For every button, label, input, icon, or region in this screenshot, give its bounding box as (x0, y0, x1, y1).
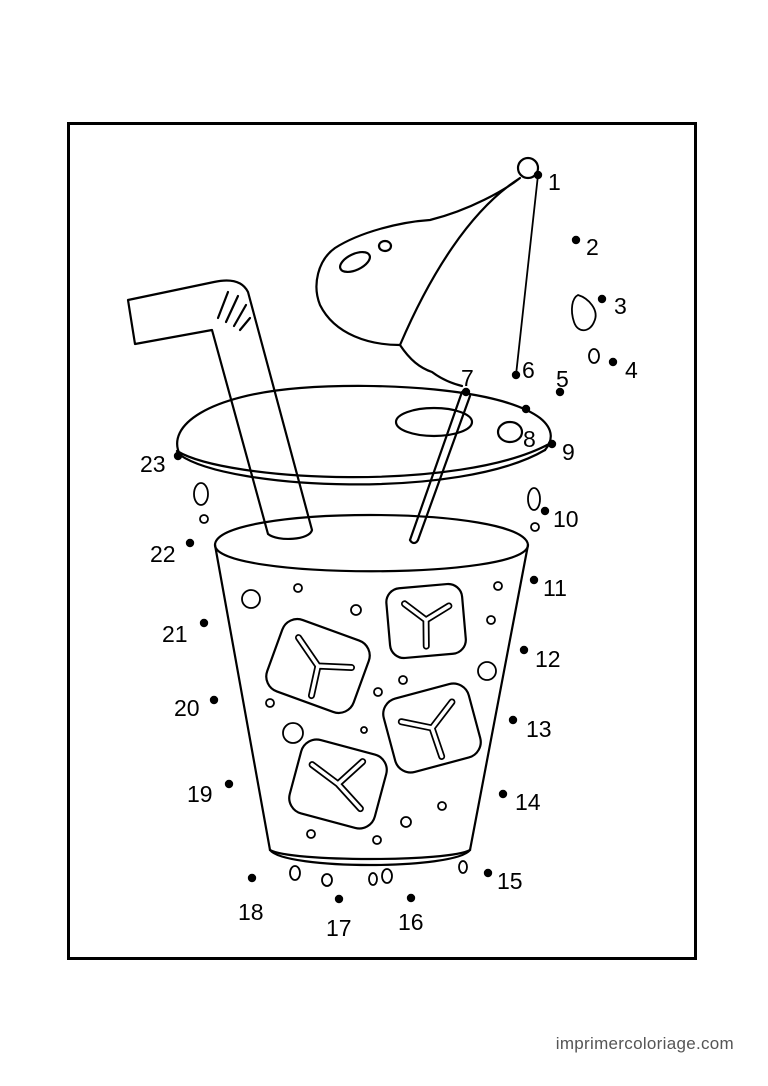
picture-frame (67, 122, 697, 960)
site-watermark: imprimercoloriage.com (555, 1034, 734, 1053)
dot-9 (547, 439, 557, 449)
dot-label-2: 2 (586, 234, 599, 260)
dot-label-16: 16 (398, 909, 424, 935)
dot-label-13: 13 (526, 716, 552, 742)
rim-back (176, 384, 552, 457)
cup-body (213, 513, 530, 867)
rim-inner (175, 442, 551, 479)
cup-sides (213, 543, 530, 867)
dot-label-9: 9 (562, 439, 575, 465)
dot-label-22: 22 (150, 541, 176, 567)
dot-label-11: 11 (543, 575, 567, 601)
dot-label-20: 20 (174, 695, 200, 721)
ice-cube (382, 682, 482, 774)
straw (126, 279, 314, 540)
connected-lines (515, 174, 539, 376)
dot-label-3: 3 (614, 293, 627, 319)
dot-10 (540, 506, 550, 516)
dot-11 (529, 575, 539, 585)
dot-1 (533, 170, 543, 180)
dot-7 (461, 387, 471, 397)
dot-18 (247, 873, 257, 883)
dot-label-23: 23 (140, 451, 166, 477)
dot-13 (508, 715, 518, 725)
dot-label-15: 15 (497, 868, 523, 894)
umbrella-highlight-small (377, 239, 393, 253)
umbrella-highlight-large (339, 250, 371, 274)
ice-cube (265, 617, 371, 715)
umbrella-ruffle (398, 343, 464, 388)
droplets (193, 294, 600, 887)
dot-label-21: 21 (162, 621, 188, 647)
dot-14 (498, 789, 508, 799)
dot-label-10: 10 (553, 506, 579, 532)
dot-21 (199, 618, 209, 628)
dot-6 (511, 370, 521, 380)
dot-label-5: 5 (556, 366, 569, 392)
cup-bottom (268, 848, 472, 861)
dot-23 (173, 451, 183, 461)
dot-label-6: 6 (522, 357, 535, 383)
dot-label-1: 1 (548, 169, 561, 195)
dot-15 (483, 868, 493, 878)
straw-outline (126, 279, 314, 540)
dot-label-4: 4 (625, 357, 638, 383)
bubbles (241, 581, 503, 845)
cup-rim (175, 384, 552, 486)
rim-reflection (394, 406, 474, 438)
dot-12 (519, 645, 529, 655)
umbrella-pick (315, 156, 540, 545)
dot-label-12: 12 (535, 646, 561, 672)
dot-8 (521, 404, 531, 414)
umbrella-top-knob (516, 156, 540, 180)
dot-label-18: 18 (238, 899, 264, 925)
dot-16 (406, 893, 416, 903)
dot-5 (555, 387, 565, 397)
straw-ridges (216, 290, 252, 332)
dot-label-14: 14 (515, 789, 541, 815)
dot-2 (571, 235, 581, 245)
dot-label-19: 19 (187, 781, 213, 807)
dot-19 (224, 779, 234, 789)
dot-label-8: 8 (523, 426, 536, 452)
rim-front (178, 448, 547, 486)
umbrella-stick-end (408, 538, 420, 545)
rim-drop (496, 420, 524, 444)
ice-cube (385, 582, 467, 660)
dot-4 (608, 357, 618, 367)
dot-17 (334, 894, 344, 904)
ice-cube (288, 738, 388, 830)
dot-label-17: 17 (326, 915, 352, 941)
umbrella-canopy (315, 176, 522, 347)
dot-3 (597, 294, 607, 304)
dot-label-7: 7 (461, 365, 474, 391)
dot-20 (209, 695, 219, 705)
cup-top-ellipse (213, 513, 530, 573)
dot-22 (185, 538, 195, 548)
